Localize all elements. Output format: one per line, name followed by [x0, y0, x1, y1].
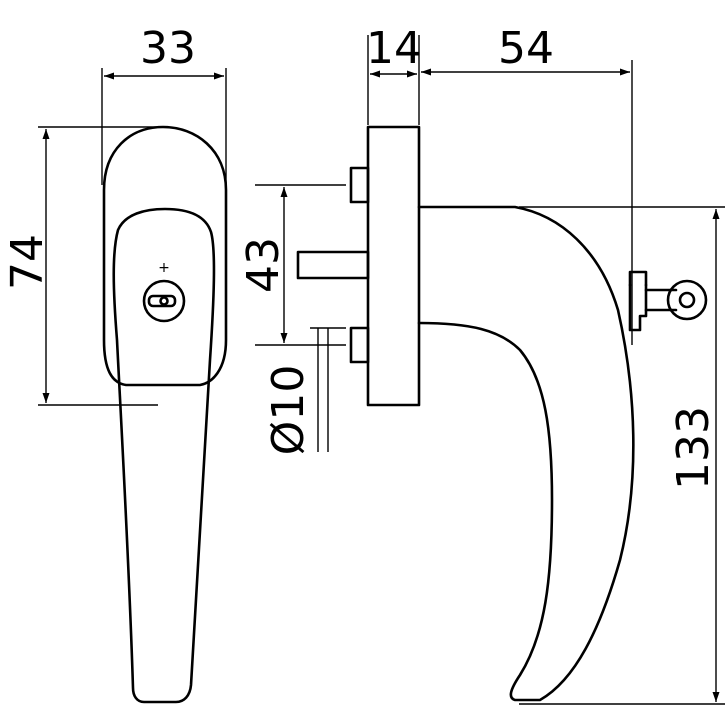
lock-cylinder-icon	[142, 279, 186, 323]
front-rose-outline	[102, 125, 228, 387]
dim-screw-spacing: 43	[238, 184, 346, 346]
front-view: + 33 74	[2, 23, 228, 704]
dim-front-width: 33	[101, 23, 227, 185]
dim-projection-label: 54	[498, 23, 554, 74]
dim-front-width-label: 33	[140, 23, 196, 74]
upper-screw	[349, 166, 370, 204]
lower-screw	[349, 326, 370, 364]
dim-total-length-label: 133	[668, 406, 719, 490]
dim-spindle-diameter-label: Ø10	[263, 365, 314, 456]
side-rose-plate	[366, 125, 421, 407]
side-view: 14 54 43 Ø10 133	[238, 23, 725, 705]
dim-rose-thickness: 14	[366, 23, 422, 125]
dim-spindle-diameter: Ø10	[263, 327, 346, 456]
dim-total-length: 133	[519, 206, 725, 705]
dim-screw-spacing-label: 43	[238, 237, 289, 293]
spindle	[296, 250, 370, 280]
side-lever-outline	[417, 205, 635, 702]
dim-front-height: 74	[2, 126, 158, 406]
front-lever-outline	[112, 207, 216, 704]
lock-mark: +	[158, 260, 170, 276]
dim-front-height-label: 74	[2, 234, 53, 290]
key-icon	[628, 270, 708, 332]
dim-rose-thickness-label: 14	[366, 23, 422, 74]
dim-projection: 54	[421, 23, 633, 345]
